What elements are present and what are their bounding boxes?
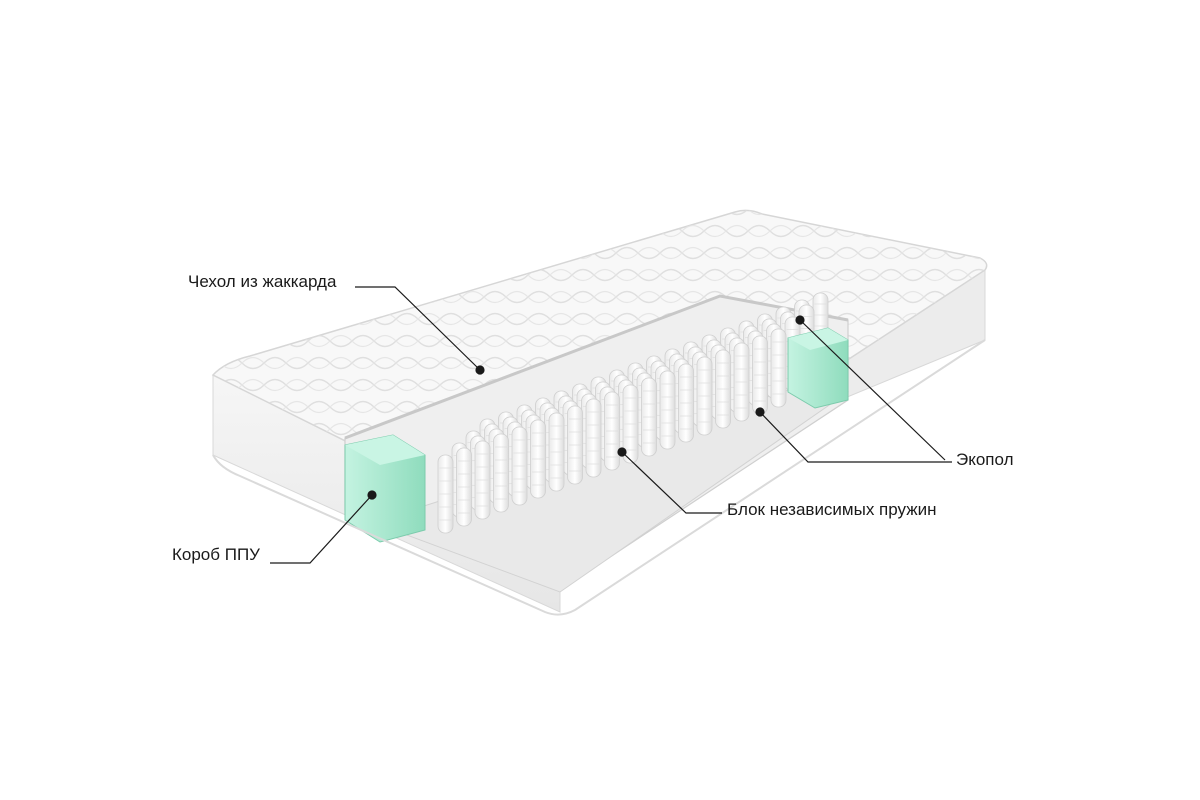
leader-foam-box <box>270 494 373 564</box>
label-jacquard-cover: Чехол из жаккарда <box>188 272 337 291</box>
foam-block-icon <box>787 327 849 409</box>
leader-spring-block <box>621 451 722 514</box>
leader-ecopol-bottom <box>759 411 952 463</box>
spring-block <box>437 292 829 534</box>
leader-cover <box>355 286 481 371</box>
foam-block-icon <box>344 434 426 543</box>
label-independent-spring-block: Блок независимых пружин <box>727 500 937 519</box>
label-ecopol: Экопол <box>956 450 1014 469</box>
leader-ecopol-top <box>799 319 946 461</box>
leader-lines <box>270 286 952 564</box>
label-foam-box: Короб ППУ <box>172 545 260 564</box>
